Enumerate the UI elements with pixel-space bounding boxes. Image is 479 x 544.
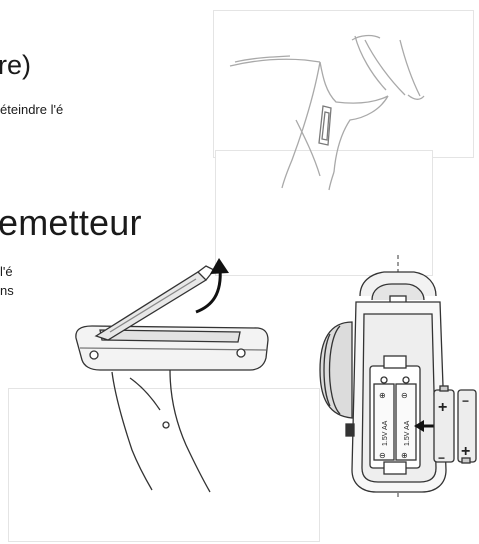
loose-cell-minus-bottom: − — [438, 451, 445, 465]
cell-label-right: 1.5V AA — [404, 420, 411, 446]
transmitter-back-drawing — [319, 255, 477, 500]
battery-cover-open-drawing — [75, 258, 269, 493]
terminal-minus-bottom-left: ⊖ — [379, 451, 386, 460]
transmitter-trigger-drawing — [229, 34, 425, 191]
loose-cell-plus-bottom: + — [461, 443, 470, 460]
terminal-minus-top-right: ⊖ — [401, 391, 408, 400]
instruction-text-top: éteindre l'é — [0, 102, 64, 117]
illustration-panel-bottom — [8, 388, 320, 542]
illustration-panel-middle — [215, 150, 433, 276]
terminal-plus-top-left: ⊕ — [379, 391, 386, 400]
cell-label-left: 1.5V AA — [382, 420, 389, 446]
instruction-text-line-2: ns — [0, 283, 14, 298]
section-heading-top: re) — [0, 50, 31, 80]
terminal-plus-bottom-right: ⊕ — [401, 451, 408, 460]
section-heading-transmitter: emetteur — [0, 202, 142, 243]
instruction-text-line-1: l'é — [0, 264, 13, 279]
loose-cell-plus-top: + — [438, 399, 447, 416]
loose-cell-minus-top: − — [462, 394, 469, 408]
